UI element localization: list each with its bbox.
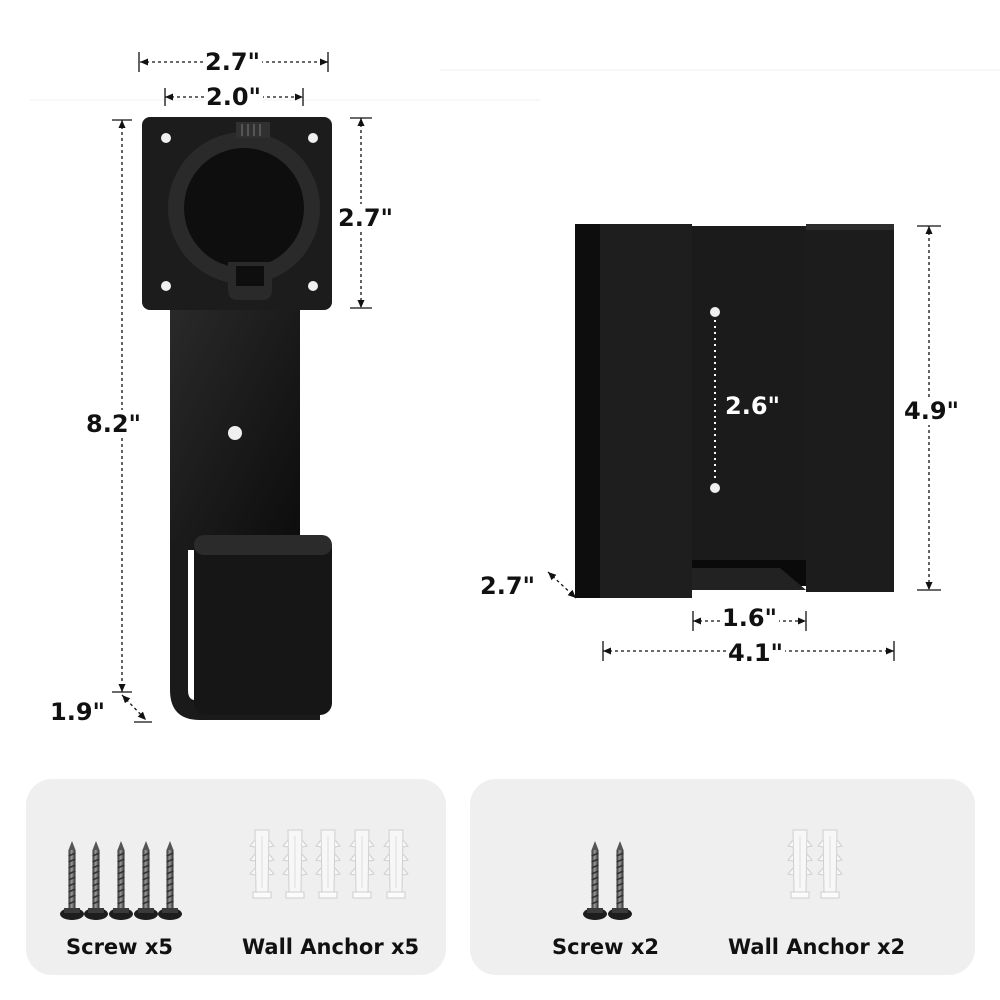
dim-outer-width-label: 4.1" bbox=[726, 639, 786, 667]
left-screw-caption: Screw x5 bbox=[66, 935, 174, 959]
right-wall-anchors bbox=[787, 829, 843, 899]
right-anchor-caption: Wall Anchor x2 bbox=[728, 935, 906, 959]
right-screw-caption: Screw x2 bbox=[552, 935, 660, 959]
left-screws bbox=[59, 840, 183, 921]
left-wall-anchors bbox=[249, 829, 409, 899]
dim-top-outer-label: 2.7" bbox=[203, 48, 263, 76]
dim-height-label: 4.9" bbox=[902, 397, 962, 425]
right-accessories-panel bbox=[470, 779, 975, 975]
right-screws bbox=[582, 840, 633, 921]
left-dimension-lines bbox=[112, 52, 372, 723]
dim-hole-spacing-label: 2.6" bbox=[723, 392, 783, 420]
left-anchor-caption: Wall Anchor x5 bbox=[242, 935, 420, 959]
dim-total-height-label: 8.2" bbox=[84, 410, 144, 438]
charger-holder-bracket bbox=[142, 117, 332, 720]
dim-hook-depth-label: 1.9" bbox=[50, 698, 106, 726]
dim-plate-height-label: 2.7" bbox=[336, 204, 396, 232]
dim-inner-width-label: 1.6" bbox=[720, 604, 780, 632]
dim-depth-label: 2.7" bbox=[480, 572, 536, 600]
dim-top-inner-label: 2.0" bbox=[204, 83, 264, 111]
